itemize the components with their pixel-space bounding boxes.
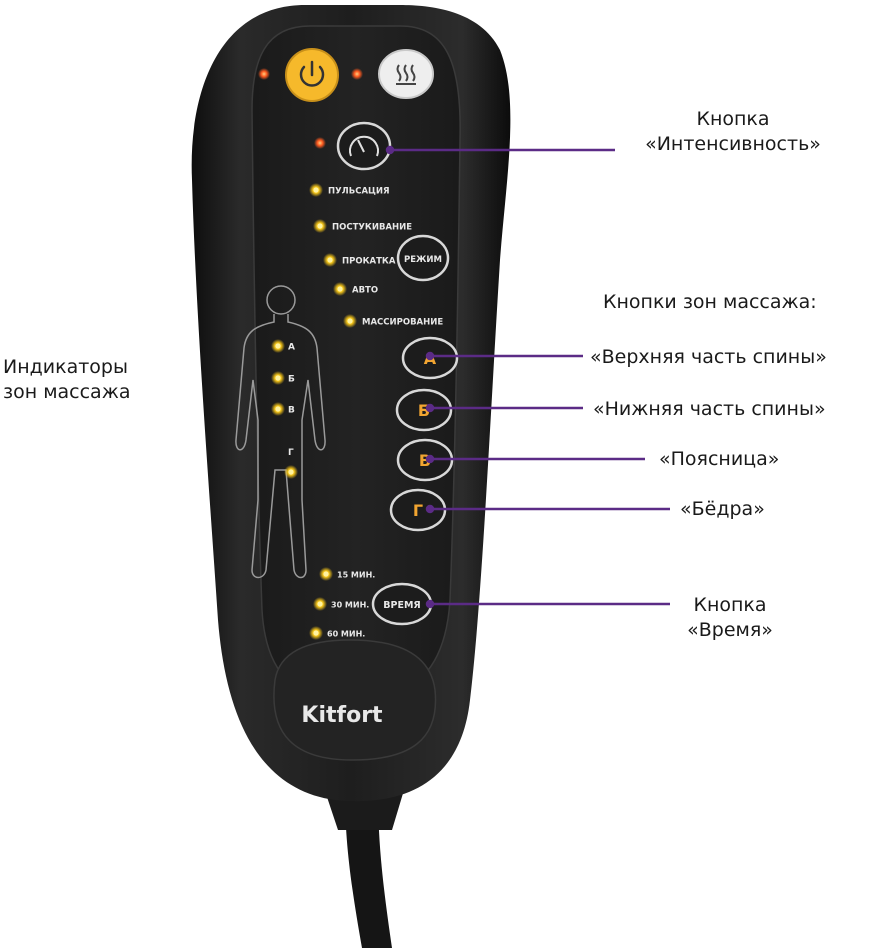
intensity-button[interactable]: [336, 121, 392, 171]
callout-intensity: Кнопка «Интенсивность»: [618, 107, 848, 157]
mode-indicator-label: ПОСТУКИВАНИЕ: [332, 223, 412, 233]
zone-led-core: [275, 406, 281, 412]
zone-indicator-list: А Б В Г: [271, 339, 298, 479]
mode-led-core: [327, 257, 333, 263]
mode-led-core: [317, 223, 323, 229]
time-indicator-label: 15 МИН.: [337, 571, 375, 580]
time-indicator-label: 60 МИН.: [327, 630, 365, 639]
zone-button[interactable]: [395, 388, 453, 432]
callout-zone-indicators: Индикаторы зон массажа: [3, 355, 130, 405]
callout-zone-v: «Поясница»: [659, 448, 780, 470]
zone-led-core: [275, 375, 281, 381]
callout-zone-indicators-line2: зон массажа: [3, 381, 131, 403]
time-button-label: ВРЕМЯ: [383, 600, 420, 611]
mode-led-core: [337, 286, 343, 292]
time-indicator-list: 15 МИН. 30 МИН. 60 МИН.: [309, 567, 375, 640]
mode-indicator-list: ПУЛЬСАЦИЯ ПОСТУКИВАНИЕ ПРОКАТКА АВТО МАССИРО…: [309, 183, 443, 328]
zone-indicator-label: Г: [288, 448, 294, 458]
mode-indicator-label: МАССИРОВАНИЕ: [362, 318, 443, 328]
callout-lines: [385, 145, 670, 609]
callout-time: Кнопка «Время»: [650, 593, 810, 643]
mode-led-core: [347, 318, 353, 324]
body-silhouette: [235, 285, 326, 579]
callout-zone-g: «Бёдра»: [680, 498, 765, 520]
callout-zone-b: «Нижняя часть спины»: [593, 398, 826, 420]
zone-indicator-label: Б: [288, 375, 295, 385]
callout-zone-indicators-line1: Индикаторы: [3, 356, 128, 378]
brand-logo: Kitfort: [301, 703, 383, 728]
callout-zone-buttons-title: Кнопки зон массажа:: [603, 291, 817, 313]
led-heat: [351, 68, 363, 80]
mode-indicator-label: ПУЛЬСАЦИЯ: [328, 187, 390, 197]
time-led-core: [313, 630, 319, 636]
callout-zone-a: «Верхняя часть спины»: [590, 346, 827, 368]
mode-button[interactable]: [396, 234, 450, 282]
zone-led-core: [288, 469, 294, 475]
zone-button-letter: Г: [413, 501, 423, 520]
callout-time-line1: Кнопка: [693, 594, 767, 616]
time-led-core: [317, 601, 323, 607]
zone-indicator-label: В: [288, 406, 295, 416]
gauge-icon: [349, 135, 379, 157]
mode-led-core: [313, 187, 319, 193]
led-power: [258, 68, 270, 80]
zone-indicator-label: А: [288, 343, 295, 353]
led-intensity: [314, 137, 326, 149]
mode-indicator-label: ПРОКАТКА: [342, 257, 396, 267]
power-icon: [299, 60, 325, 87]
time-indicator-label: 30 МИН.: [331, 601, 369, 610]
callout-intensity-line2: «Интенсивность»: [645, 133, 821, 155]
mode-indicator-label: АВТО: [352, 286, 378, 296]
callout-intensity-line1: Кнопка: [696, 108, 770, 130]
callout-time-line2: «Время»: [687, 619, 773, 641]
heat-icon: [396, 64, 416, 85]
time-led-core: [323, 571, 329, 577]
brand-plate: [273, 639, 437, 761]
mode-button-label: РЕЖИМ: [404, 255, 442, 265]
zone-led-core: [275, 343, 281, 349]
